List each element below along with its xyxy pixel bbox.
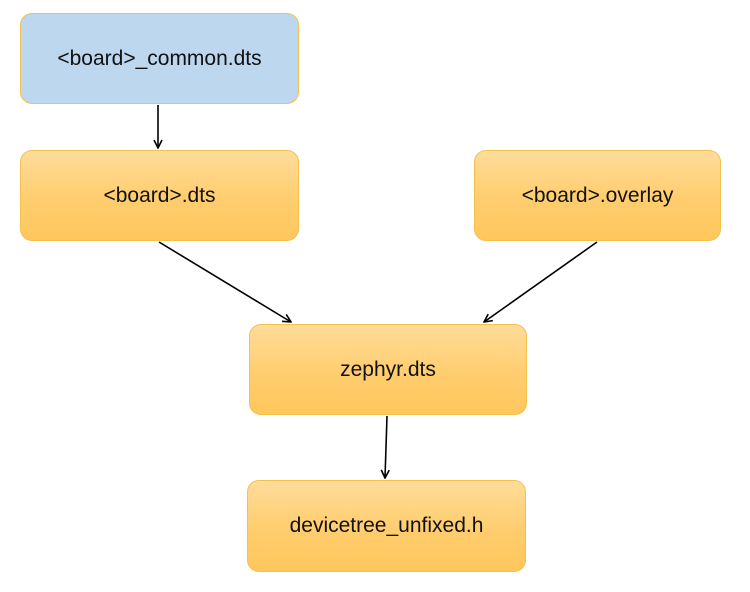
edge-zephyr-to-unfixed <box>385 415 387 478</box>
node-label: zephyr.dts <box>340 357 436 381</box>
node-devicetree-unfixed-h: devicetree_unfixed.h <box>247 480 526 572</box>
edge-board-dts-to-zephyr <box>158 241 291 322</box>
node-zephyr-dts: zephyr.dts <box>249 324 527 415</box>
node-label: devicetree_unfixed.h <box>289 514 484 537</box>
node-board-common-dts: <board>_common.dts <box>20 13 299 104</box>
edge-overlay-to-zephyr <box>484 241 598 322</box>
node-label: <board>.overlay <box>521 183 674 207</box>
node-board-dts: <board>.dts <box>20 150 299 241</box>
node-label: <board>_common.dts <box>57 46 262 70</box>
node-board-overlay: <board>.overlay <box>474 150 721 241</box>
node-label: <board>.dts <box>103 183 216 207</box>
